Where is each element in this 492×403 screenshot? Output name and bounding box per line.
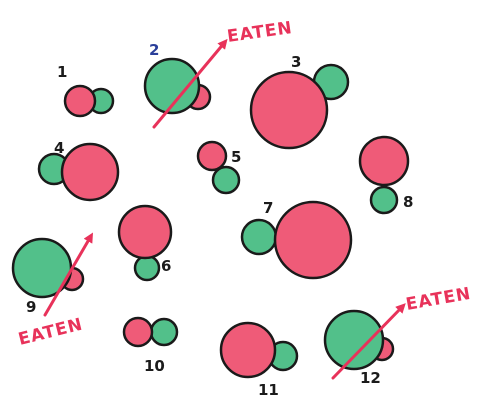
label-4: 4 xyxy=(54,139,64,157)
molecule-2: 2 xyxy=(143,41,212,115)
green-atom xyxy=(11,237,73,299)
label-7: 7 xyxy=(263,199,273,217)
pink-atom xyxy=(60,142,120,202)
eaten-label: EATEN xyxy=(16,315,85,350)
green-atom xyxy=(240,218,278,256)
pink-atom xyxy=(122,316,154,348)
molecule-9: 9 xyxy=(11,237,85,316)
green-atom xyxy=(143,57,201,115)
green-atom xyxy=(211,165,241,195)
label-9: 9 xyxy=(26,298,36,316)
green-atom xyxy=(149,317,179,347)
pink-atom xyxy=(273,200,353,280)
label-10: 10 xyxy=(144,357,165,375)
arrow-icon xyxy=(331,303,406,380)
pink-atom xyxy=(249,70,329,150)
label-8: 8 xyxy=(403,193,413,211)
arrow-icon xyxy=(43,232,94,317)
green-atom xyxy=(133,254,161,282)
eaten-label: EATEN xyxy=(404,284,472,315)
molecule-3: 3 xyxy=(249,53,350,150)
pink-atom xyxy=(196,140,228,172)
molecule-4: 4 xyxy=(37,139,120,202)
molecule-6: 6 xyxy=(117,204,173,282)
label-6: 6 xyxy=(161,257,171,275)
molecule-8: 8 xyxy=(358,135,413,215)
pink-atom xyxy=(63,84,97,118)
label-3: 3 xyxy=(291,53,301,71)
label-11: 11 xyxy=(258,381,279,399)
molecule-7: 7 xyxy=(240,199,353,280)
molecule-10: 10 xyxy=(122,316,179,375)
arrow-icon xyxy=(152,38,228,129)
molecule-11: 11 xyxy=(219,321,299,399)
pink-atom xyxy=(219,321,277,379)
label-5: 5 xyxy=(231,148,241,166)
green-atom xyxy=(323,309,385,371)
molecule-1: 1 xyxy=(57,63,115,118)
pink-atom xyxy=(117,204,173,260)
label-2: 2 xyxy=(149,41,159,59)
label-12: 12 xyxy=(360,369,381,387)
label-1: 1 xyxy=(57,63,67,81)
molecule-12: 12 xyxy=(323,309,395,387)
pink-atom xyxy=(358,135,410,187)
eaten-label: EATEN xyxy=(226,18,294,47)
green-atom xyxy=(369,185,399,215)
molecule-5: 5 xyxy=(196,140,241,195)
